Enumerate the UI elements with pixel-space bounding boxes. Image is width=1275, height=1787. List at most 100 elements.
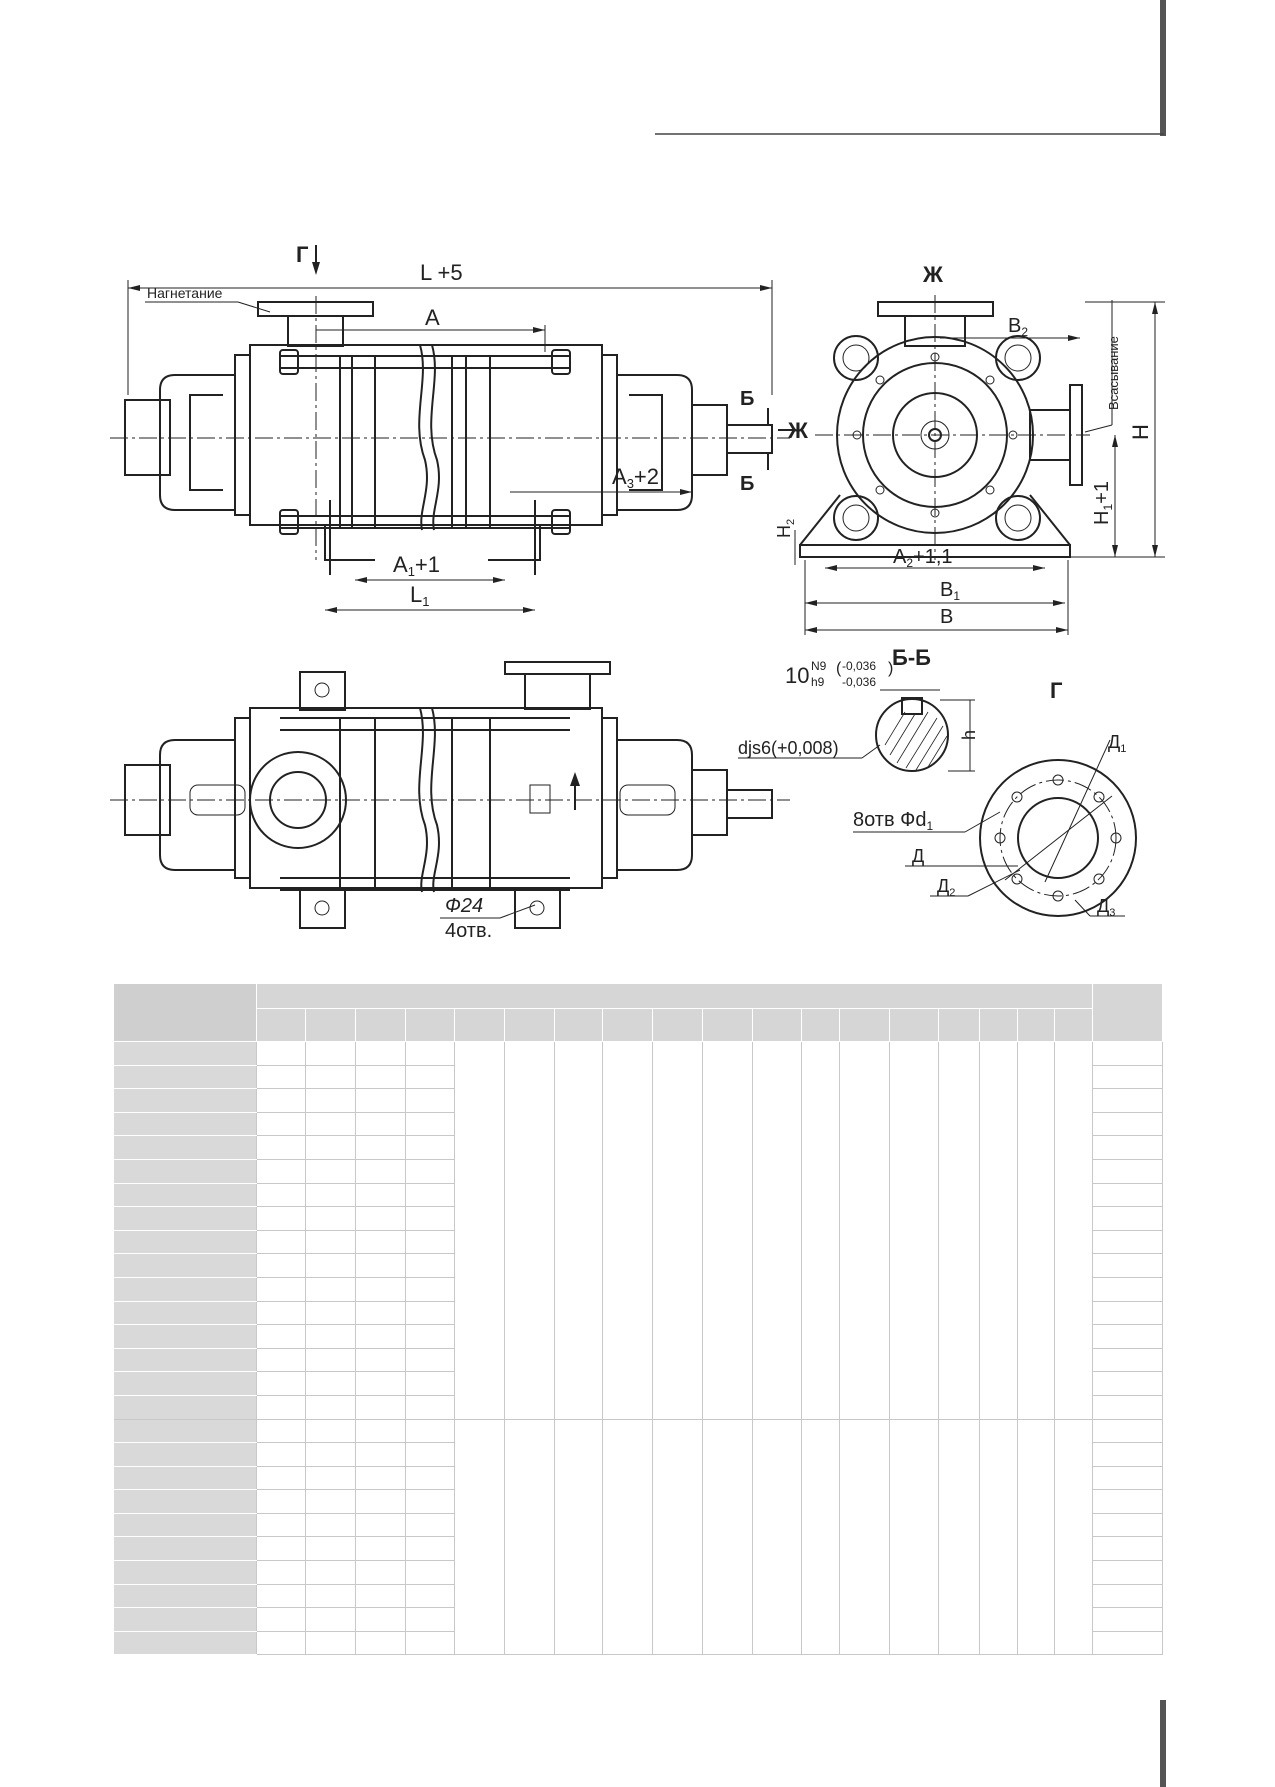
table-cell: [304, 1465, 356, 1491]
table-cell: [404, 1394, 455, 1420]
key-tol-upper: -0,036: [842, 659, 876, 673]
table-cell: [404, 1064, 455, 1090]
table-cell: [255, 1630, 306, 1656]
table-last-cell: [1092, 1064, 1163, 1090]
table-subheader-cell: [801, 1008, 840, 1042]
table-merged-cell: [453, 1041, 505, 1420]
table-row: [113, 1158, 1163, 1184]
table-cell: [404, 1347, 455, 1373]
table-cell: [354, 1465, 406, 1491]
table-cell: [354, 1394, 406, 1420]
table-cell: [255, 1489, 306, 1514]
table-cell: [404, 1489, 455, 1514]
table-row: [113, 1111, 1163, 1137]
table-cell: [354, 1418, 406, 1444]
flange-d: Д: [912, 846, 924, 866]
table-cell: [404, 1158, 455, 1184]
section-b-bottom: Б: [740, 473, 754, 495]
table-row: [113, 1300, 1163, 1326]
table-cell: [304, 1394, 356, 1420]
table-cell: [304, 1418, 356, 1444]
dim-a2: A2+1,1: [893, 546, 953, 570]
table-cell: [255, 1229, 306, 1255]
table-cell: [404, 1583, 455, 1609]
table-last-cell: [1092, 1347, 1163, 1373]
table-subheader-cell: [838, 1008, 890, 1042]
table-cell: [354, 1630, 406, 1656]
table-cell: [354, 1442, 406, 1467]
table-cell: [304, 1135, 356, 1160]
table-cell: [404, 1465, 455, 1491]
table-cell: [354, 1324, 406, 1349]
page-edge-bar-bottom: [1160, 1700, 1166, 1787]
table-row: [113, 1560, 1163, 1585]
table-cell: [255, 1394, 306, 1420]
table-row: [113, 1276, 1163, 1302]
dim-h2: H2: [774, 519, 797, 538]
table-subheader-cell: [652, 1008, 704, 1042]
table-row: [113, 1394, 1163, 1420]
dim-a3: A3+2: [612, 464, 659, 491]
table-last-header: [1092, 983, 1163, 1042]
front-view: L +5 Г Нагнетание A: [110, 242, 808, 613]
table-row: [113, 1088, 1163, 1113]
table-merged-cell: [979, 1418, 1018, 1656]
table-merged-cell: [652, 1418, 704, 1656]
table-cell: [404, 1206, 455, 1231]
table-subheader-cell: [354, 1008, 406, 1042]
table-row-header: [113, 1229, 257, 1255]
table-last-cell: [1092, 1418, 1163, 1444]
table-header-row: [113, 983, 1163, 1042]
table-cell: [404, 1088, 455, 1113]
table-cell: [404, 1324, 455, 1349]
table-cell: [255, 1276, 306, 1302]
table-cell: [354, 1064, 406, 1090]
table-row: [113, 1182, 1163, 1208]
shaft-fit: djs6(+0,008): [738, 738, 839, 758]
table-row-header: [113, 1418, 257, 1444]
table-cell: [304, 1536, 356, 1562]
table-merged-cell: [801, 1041, 840, 1420]
table-cell: [404, 1560, 455, 1585]
table-last-cell: [1092, 1489, 1163, 1514]
table-cell: [354, 1111, 406, 1137]
table-last-cell: [1092, 1300, 1163, 1326]
table-last-cell: [1092, 1206, 1163, 1231]
table-merged-cell: [1016, 1418, 1056, 1656]
table-last-cell: [1092, 1583, 1163, 1609]
table-subheader-cell: [553, 1008, 604, 1042]
table-cell: [354, 1560, 406, 1585]
table-merged-cell: [702, 1418, 754, 1656]
table-cell: [404, 1135, 455, 1160]
flange-d1: Д1: [1108, 732, 1126, 755]
table-cell: [255, 1206, 306, 1231]
table-row: [113, 1253, 1163, 1278]
table-last-cell: [1092, 1182, 1163, 1208]
table-cell: [304, 1324, 356, 1349]
table-cell: [404, 1253, 455, 1278]
table-cell: [304, 1300, 356, 1326]
table-merged-cell: [838, 1041, 890, 1420]
table-merged-cell: [652, 1041, 704, 1420]
table-row: [113, 1041, 1163, 1420]
dim-h-small: h: [959, 730, 979, 740]
table-merged-cell: [937, 1041, 981, 1420]
table-row-header: [113, 1630, 257, 1656]
table-cell: [404, 1512, 455, 1538]
view-zh-top: Ж: [922, 262, 943, 287]
table-cell: [255, 1111, 306, 1137]
table-cell: [304, 1158, 356, 1184]
table-merged-cell: [503, 1041, 555, 1420]
table-cell: [404, 1229, 455, 1255]
table-row-header: [113, 1158, 257, 1184]
table-group-header: [255, 983, 1094, 1009]
flange-view-title: Г: [1050, 678, 1063, 703]
section-bb-title: Б-Б: [892, 645, 931, 670]
table-row: [113, 1229, 1163, 1255]
table-row: [113, 1512, 1163, 1538]
table-row-header: [113, 1442, 257, 1467]
foot-holes-dia: Ф24: [445, 895, 483, 917]
table-cell: [304, 1371, 356, 1396]
table-cell: [404, 1630, 455, 1656]
table-cell: [354, 1276, 406, 1302]
